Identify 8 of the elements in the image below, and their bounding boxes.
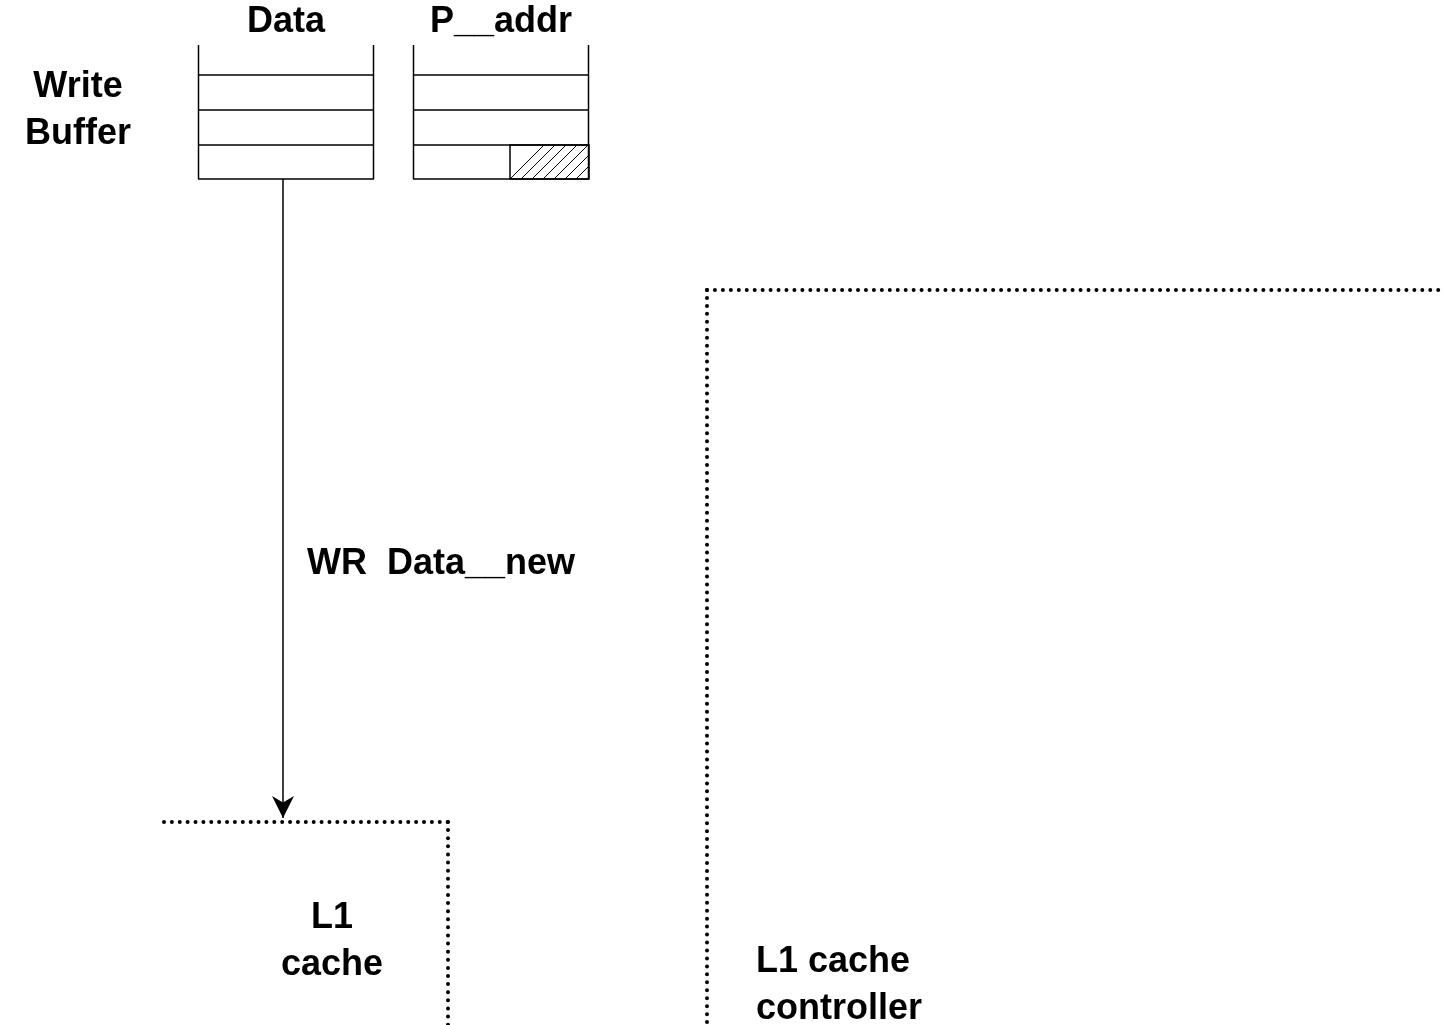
dotted-region xyxy=(162,820,450,1025)
region-label: L1 cache xyxy=(279,894,385,985)
region-label: L1 cache controller xyxy=(756,938,924,1025)
column-heading: Data xyxy=(246,0,327,42)
edge-label: WR Data__new xyxy=(307,540,576,584)
column-heading: P__addr xyxy=(428,0,574,42)
arrow xyxy=(272,178,294,819)
buffer-label: Write Buffer xyxy=(24,63,132,154)
